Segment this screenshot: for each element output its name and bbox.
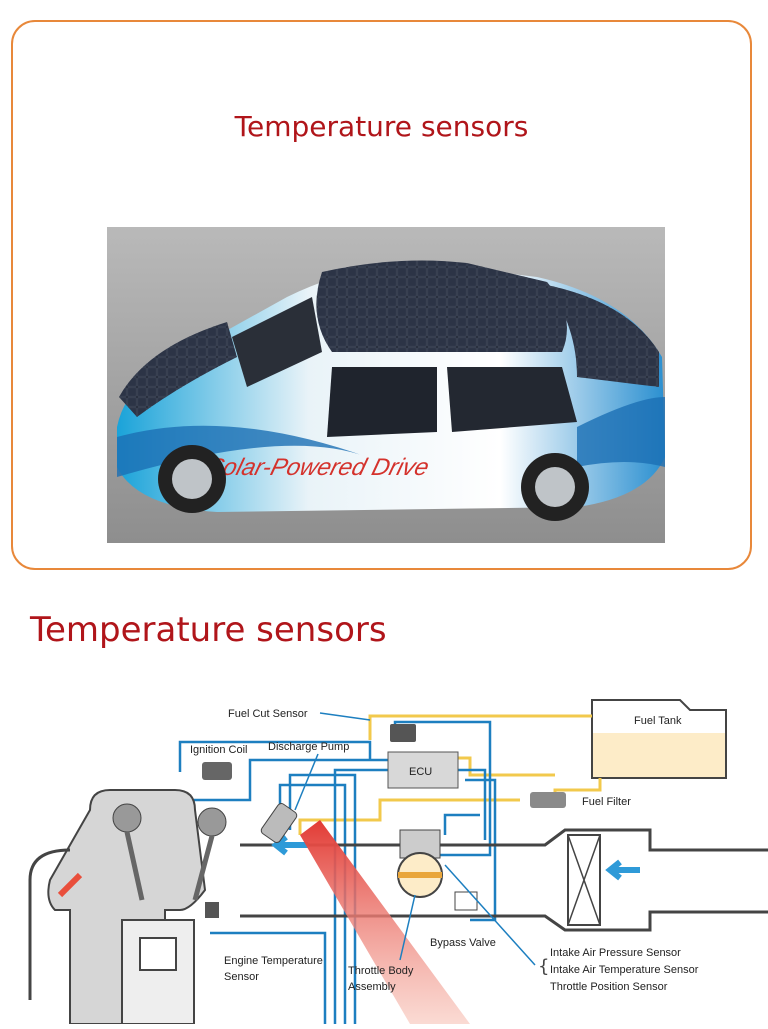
discharge-pump	[260, 803, 298, 843]
engine-temp-label-2: Sensor	[224, 971, 259, 983]
injection-arrow	[300, 820, 470, 1024]
engine-temp-label-1: Engine Temperature	[224, 955, 323, 967]
engine-block	[28, 789, 227, 1025]
intake-air-pressure-label: Intake Air Pressure Sensor	[550, 947, 681, 959]
fuel-filter-label: Fuel Filter	[582, 796, 631, 808]
fuel-filter	[530, 792, 566, 808]
discharge-pump-label: Discharge Pump	[268, 741, 349, 753]
bypass-valve-box	[454, 891, 478, 911]
throttle-body	[397, 829, 478, 911]
throttle-position-label: Throttle Position Sensor	[550, 981, 668, 993]
fuel-cut-sensor	[390, 724, 416, 742]
engine-temp-sensor	[205, 902, 219, 918]
ignition-coil	[202, 762, 232, 780]
vehicle-text: Solar-Powered Drive	[204, 454, 432, 481]
fuel-tank-label: Fuel Tank	[634, 715, 682, 727]
intake-arrow	[271, 834, 308, 856]
solar-car-illustration: Solar-Powered Drive	[107, 227, 665, 543]
exhaust-arrow	[57, 872, 83, 898]
intake-air-temp-label: Intake Air Temperature Sensor	[550, 964, 699, 976]
throttle-body-label-2: Assembly	[348, 981, 396, 993]
ecu-box: ECU	[387, 751, 459, 789]
throttle-body-label-1: Throttle Body	[348, 965, 414, 977]
air-inflow-arrow	[605, 859, 640, 881]
solar-car-photo: Solar-Powered Drive	[107, 227, 665, 543]
fuel-cut-sensor-label: Fuel Cut Sensor	[228, 708, 308, 720]
ecu-label: ECU	[409, 766, 432, 778]
slide-title: Temperature sensors	[234, 110, 529, 143]
ignition-coil-label: Ignition Coil	[190, 744, 247, 756]
bypass-valve-label: Bypass Valve	[430, 937, 496, 949]
intake-pipe	[240, 828, 768, 932]
slide-card: Temperature sensors	[11, 20, 752, 570]
section-title: Temperature sensors	[30, 610, 387, 650]
engine-sensor-diagram: Fuel Tank ECU	[0, 680, 768, 1025]
sensor-brace: {	[538, 956, 549, 977]
fuel-tank-group: Fuel Tank	[591, 699, 727, 779]
